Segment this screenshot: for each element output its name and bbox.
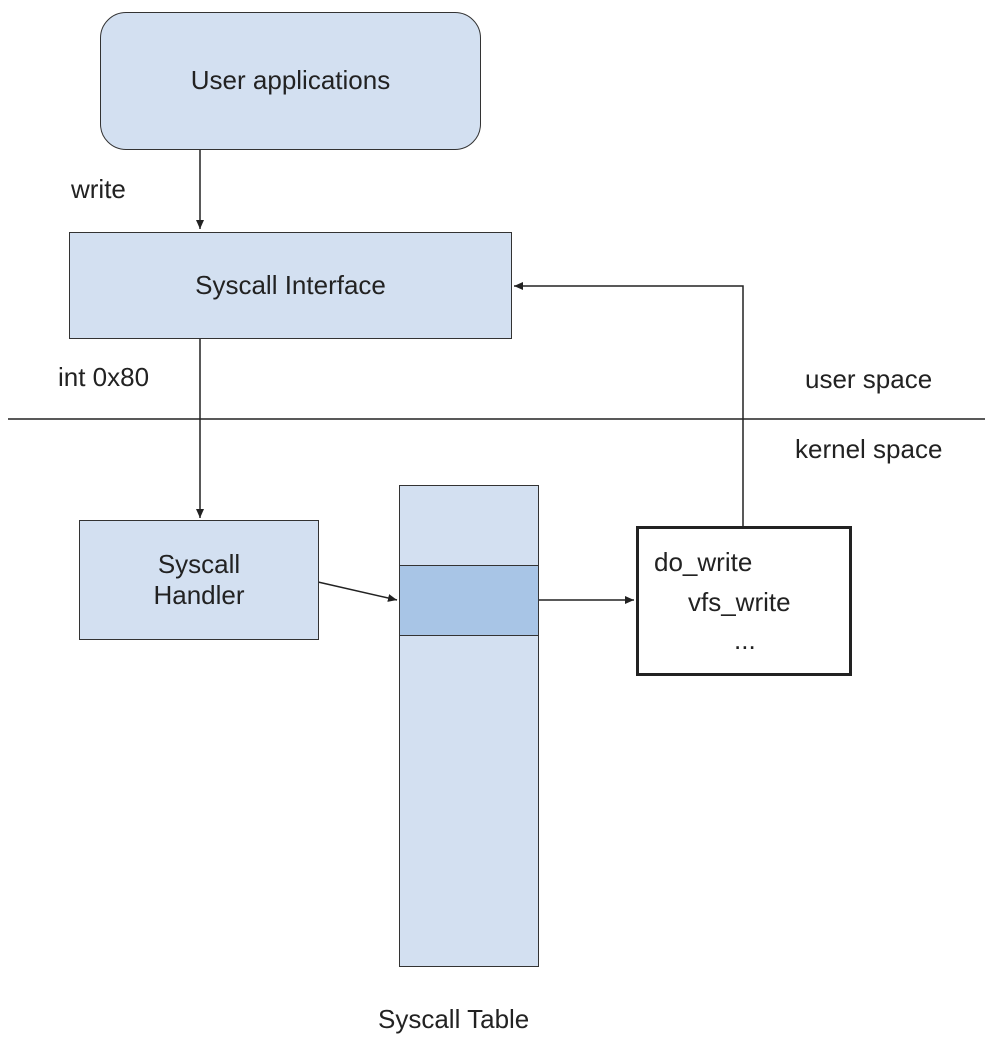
syscall-handler-label-line1: Syscall — [157, 548, 241, 579]
syscall-interface-box: Syscall Interface — [69, 232, 512, 339]
function-do-write: do_write — [654, 547, 753, 577]
arrow-return-to-interface — [514, 282, 744, 526]
syscall-table — [399, 485, 539, 967]
user-applications-label: User applications — [190, 65, 391, 96]
user-space-label: user space — [805, 364, 933, 394]
arrow-handler-to-table — [317, 581, 398, 602]
syscall-table-highlighted-entry — [399, 565, 539, 636]
syscall-handler-box: Syscall Handler — [79, 520, 319, 640]
syscall-handler-label-line2: Handler — [153, 580, 245, 610]
int-0x80-label: int 0x80 — [58, 362, 150, 392]
function-ellipsis: ... — [734, 625, 756, 655]
user-applications-box: User applications — [100, 12, 481, 150]
function-vfs-write: vfs_write — [688, 587, 791, 617]
kernel-space-label: kernel space — [795, 434, 943, 464]
syscall-interface-label: Syscall Interface — [195, 269, 386, 300]
write-label: write — [71, 174, 126, 204]
syscall-table-label: Syscall Table — [378, 1004, 530, 1034]
kernel-functions-box: do_write vfs_write ... — [636, 526, 852, 676]
